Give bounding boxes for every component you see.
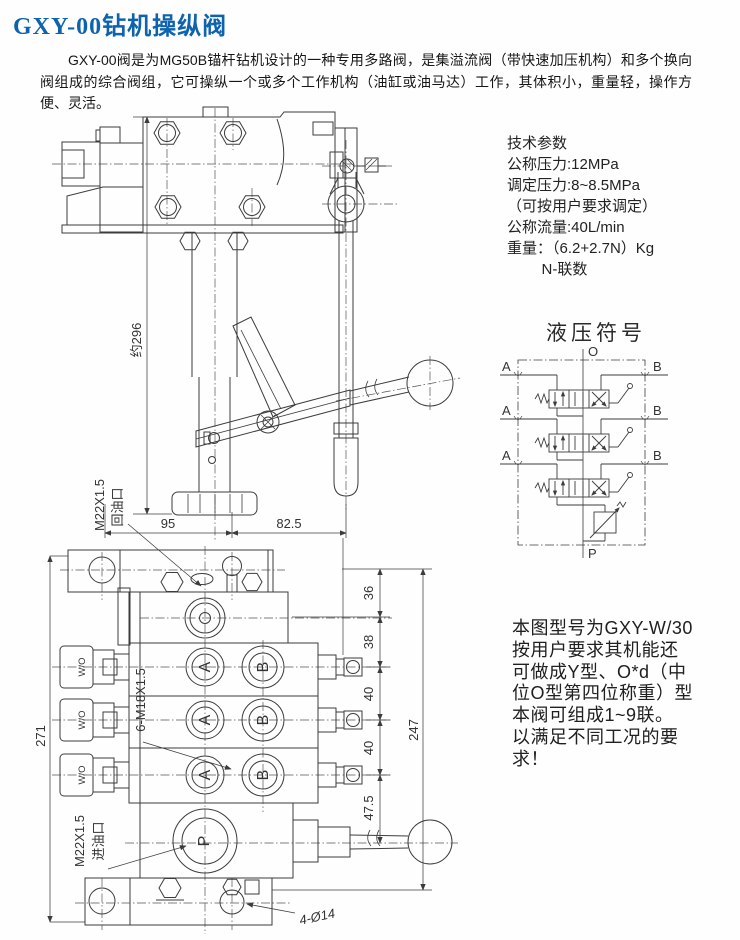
port-a-label: A [197,769,214,780]
hydraulic-symbol-title: 液压符号 [546,322,646,345]
tech-param-line: 重量：（6.2+2.7N）Kg [507,240,655,257]
intro-paragraph: GXY-00阀是为MG50B锚杆钻机设计的一种专用多路阀，是集溢流阀（带快速加压… [40,52,692,111]
port-b-label: B [255,770,272,781]
note-line: 按用户要求其机能还 [512,639,679,660]
inlet-thread-label: M22X1.5 [72,815,87,867]
model-note-block: 本图型号为GXY-W/30 按用户要求其机能还 可做成Y型、O*d（中 位O型第… [512,618,693,771]
tech-params-title: 技术参数 [507,135,568,152]
note-line: 可做成Y型、O*d（中 [512,661,687,682]
port-b-label: B [255,662,272,673]
valve-row [500,415,668,461]
port-p-label: P [196,836,213,847]
dim-271-label: 271 [33,725,48,747]
schematic-port-p-label: P [588,546,597,561]
port-b-label: B [255,715,272,726]
dim-36-label: 36 [361,586,376,600]
tech-param-line: 调定压力:8~8.5MPa [507,177,640,194]
tech-param-line: N-联数 [541,261,588,278]
page-title: GXY-00钻机操纵阀 [13,14,228,40]
hydraulic-schematic [500,349,668,558]
note-line: 位O型第四位称重）型 [512,683,694,704]
ports-thread-label: 6-M18X1.5 [133,668,148,732]
schematic-port-b-label: B [653,359,662,374]
dim-40-label: 40 [361,687,376,701]
schematic-port-a-label: A [502,448,511,463]
cap-wo-label: W/O [77,658,88,677]
schematic-port-a-label: A [502,403,511,418]
tech-param-line: 公称流量:40L/min [507,219,625,236]
dim-40b-label: 40 [361,741,376,755]
tech-param-line: （可按用户要求调定） [507,198,658,215]
dim-247-label: 247 [406,719,421,741]
note-line: 求！ [512,748,549,769]
schematic-port-b-label: B [653,448,662,463]
cap-wo-label: W/O [77,766,88,785]
note-line: 本阀可组成1~9联。 [512,705,674,726]
dim-height-label: 约296 [129,323,144,358]
schematic-port-a-label: A [502,359,511,374]
top-view-dimensions [104,116,347,587]
return-port-thread-label: M22X1.5 [92,479,107,531]
return-port-name-label: 回油口 [110,487,125,526]
mount-holes-label: 4-Ø14 [298,906,336,928]
front-view-drawing [52,538,458,934]
port-a-label: A [197,714,214,725]
valve-row [500,371,668,417]
inlet-port-label: 进油口 [91,821,106,860]
note-line: 以满足不同工况的要 [512,726,679,747]
note-line: 本图型号为GXY-W/30 [512,618,693,638]
schematic-port-o-label: O [588,344,598,359]
dim-38-label: 38 [361,635,376,649]
dim-47-5-label: 47.5 [361,795,376,820]
dim-95-label: 95 [161,516,175,531]
port-a-label: A [197,661,214,672]
top-view-drawing [52,106,461,540]
valve-row [500,460,668,506]
tech-params-block: 技术参数 公称压力:12MPa 调定压力:8~8.5MPa （可按用户要求调定）… [507,133,657,280]
tech-param-line: 公称压力:12MPa [507,156,619,173]
relief-valve-symbol [583,501,627,542]
dim-82-5-label: 82.5 [276,516,301,531]
front-view-dimensions [47,555,432,923]
cap-wo-label: W/O [77,711,88,730]
schematic-port-b-label: B [653,403,662,418]
